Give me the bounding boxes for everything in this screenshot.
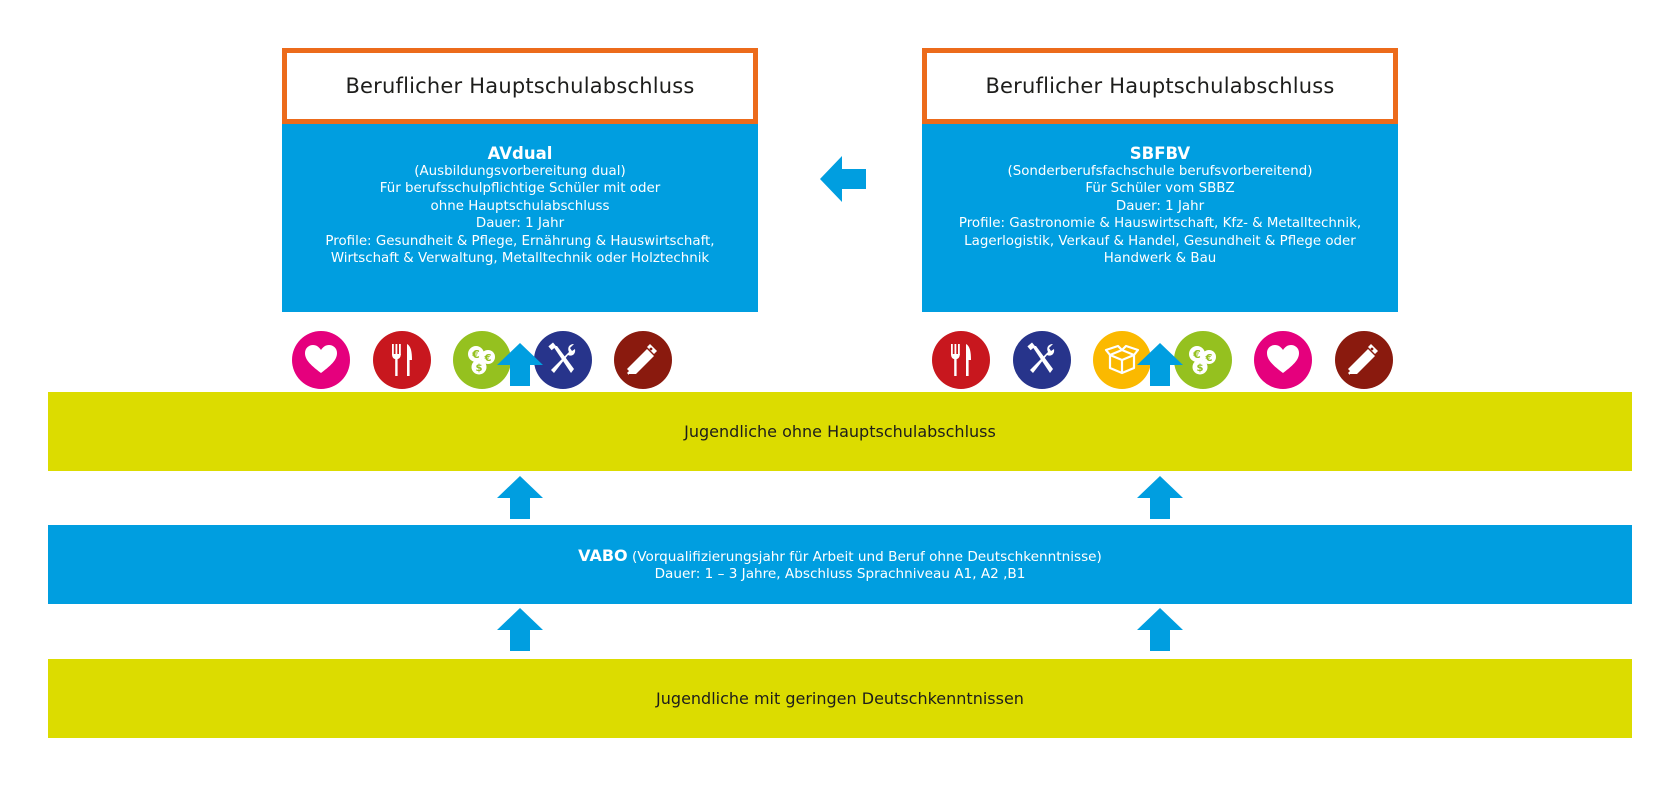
- avdual-line: ohne Hauptschulabschluss: [430, 198, 610, 214]
- avdual-line: (Ausbildungsvorbereitung dual): [414, 164, 626, 179]
- heart-icon: [292, 331, 350, 389]
- bar-geringe-deutschkenntnisse: Jugendliche mit geringen Deutschkenntnis…: [48, 659, 1632, 738]
- avdual-name: AVdual: [487, 144, 553, 163]
- sbfbv-name: SBFBV: [1129, 144, 1191, 163]
- arrow-up-icon: [1137, 608, 1183, 651]
- avdual-icon-row: €€$: [292, 331, 672, 389]
- sbfbv-icon-row: €€$: [932, 331, 1393, 389]
- coins-icon: €€$: [453, 331, 511, 389]
- fork-knife-icon: [932, 331, 990, 389]
- svg-text:€: €: [1192, 348, 1201, 361]
- saw-icon: [614, 331, 672, 389]
- arrow-up-icon: [497, 476, 543, 519]
- sbfbv-line: (Sonderberufsfachschule berufsvorbereite…: [1007, 164, 1313, 179]
- avdual-card: Beruflicher Hauptschulabschluss AVdual (…: [282, 48, 758, 389]
- arrow-up-icon: [497, 343, 543, 386]
- coins-icon: €€$: [1173, 331, 1232, 389]
- svg-text:$: $: [476, 363, 483, 374]
- vabo-name: VABO: [578, 545, 628, 565]
- sbfbv-line: Handwerk & Bau: [1103, 251, 1217, 267]
- svg-text:€: €: [471, 348, 480, 361]
- avdual-line: Für berufsschulpflichtige Schüler mit od…: [379, 181, 661, 197]
- vabo-title-line: VABO (Vorqualifizierungsjahr für Arbeit …: [578, 547, 1102, 566]
- bar-label: Jugendliche ohne Hauptschulabschluss: [684, 422, 996, 441]
- vabo-desc: (Vorqualifizierungsjahr für Arbeit und B…: [631, 548, 1102, 565]
- bar-vabo: VABO (Vorqualifizierungsjahr für Arbeit …: [48, 525, 1632, 604]
- fork-knife-icon: [372, 331, 431, 389]
- avdual-line: Dauer: 1 Jahr: [475, 216, 565, 232]
- arrow-up-icon: [497, 608, 543, 651]
- saw-icon: [1334, 331, 1393, 389]
- svg-text:€: €: [1204, 353, 1212, 364]
- arrow-left-icon: [820, 156, 866, 202]
- sbfbv-card: Beruflicher Hauptschulabschluss SBFBV (S…: [922, 48, 1398, 389]
- arrow-up-icon: [1137, 343, 1183, 386]
- heart-icon: [1254, 331, 1312, 389]
- sbfbv-line: Dauer: 1 Jahr: [1115, 198, 1205, 214]
- avdual-header: Beruflicher Hauptschulabschluss: [282, 48, 758, 124]
- sbfbv-line: Lagerlogistik, Verkauf & Handel, Gesundh…: [964, 233, 1356, 249]
- sbfbv-line: Profile: Gastronomie & Hauswirtschaft, K…: [958, 216, 1362, 232]
- avdual-line: Wirtschaft & Verwaltung, Metalltechnik o…: [330, 251, 710, 267]
- box-icon: [1093, 331, 1151, 389]
- tools-icon: [533, 331, 592, 389]
- sbfbv-header: Beruflicher Hauptschulabschluss: [922, 48, 1398, 124]
- avdual-line: Profile: Gesundheit & Pflege, Ernährung …: [325, 233, 715, 249]
- avdual-body: AVdual (Ausbildungsvorbereitung dual) Fü…: [282, 124, 758, 312]
- svg-text:€: €: [484, 353, 492, 364]
- sbfbv-body: SBFBV (Sonderberufsfachschule berufsvorb…: [922, 124, 1398, 312]
- svg-text:$: $: [1196, 363, 1203, 374]
- arrow-up-icon: [1137, 476, 1183, 519]
- vabo-duration: Dauer: 1 – 3 Jahre, Abschluss Sprachnive…: [654, 565, 1026, 582]
- bar-label: Jugendliche mit geringen Deutschkenntnis…: [656, 689, 1024, 708]
- tools-icon: [1012, 331, 1071, 389]
- bar-ohne-hauptschulabschluss: Jugendliche ohne Hauptschulabschluss: [48, 392, 1632, 471]
- sbfbv-line: Für Schüler vom SBBZ: [1085, 181, 1235, 197]
